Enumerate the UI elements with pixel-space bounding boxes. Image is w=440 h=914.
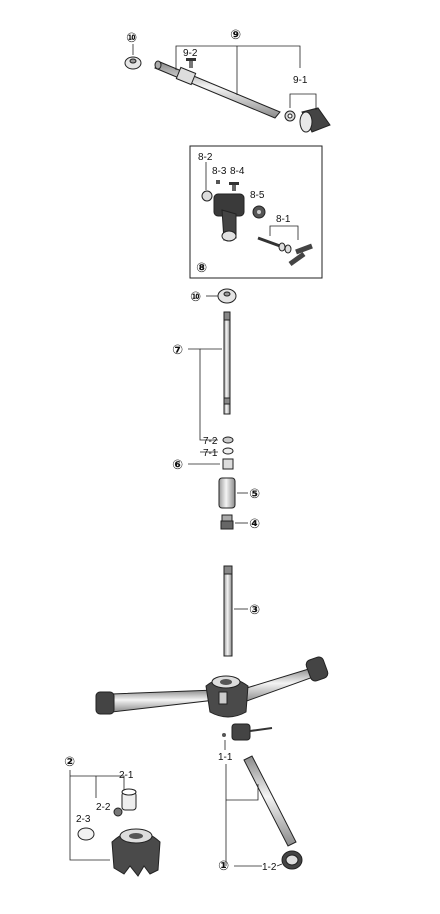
part-8-1-tbolt [257,236,313,267]
part-1-2-leg-cap [281,850,303,870]
part-9-2-screw [186,58,196,68]
label-part-9: ⑨ [230,28,241,43]
label-part-4: ④ [249,517,260,532]
part-8-frame [189,145,323,279]
label-part-9-1: 9-1 [293,75,308,86]
label-part-9-2: 9-2 [183,48,198,59]
part-1-leg [243,755,297,847]
label-part-10-top: ⑩ [126,31,137,46]
label-part-2: ② [64,755,75,770]
label-part-10-mid: ⑩ [190,290,201,305]
part-7-1-washer [222,447,234,455]
part-8-5-knob [252,205,266,219]
part-5-coupler [218,477,236,509]
part-3-lower-tube [223,565,233,657]
label-part-1-1: 1-1 [218,752,233,763]
label-part-1-2: 1-2 [262,862,277,873]
part-1-1-leg-clamp [222,723,273,741]
part-2-2-nut [113,807,123,817]
part-9-boom-arm [154,60,281,119]
label-part-6: ⑥ [172,458,183,473]
part-4-adapter [220,514,234,530]
label-part-8-5: 8-5 [250,190,265,201]
label-part-2-1: 2-1 [119,770,134,781]
part-2-1-insert [121,788,137,811]
label-part-8-3: 8-3 [212,166,227,177]
tripod-base [95,656,329,718]
part-10-top-knob [124,56,142,70]
part-2-3-cap [77,827,95,841]
label-part-8-4: 8-4 [230,166,245,177]
label-part-8: ⑧ [196,261,207,276]
part-8-clamp-assembly [201,180,245,242]
part-10-mid-knob [217,288,237,304]
part-2-hub-body [111,828,161,877]
label-part-3: ③ [249,603,260,618]
label-part-7-1: 7-1 [203,448,218,459]
label-part-5: ⑤ [249,487,260,502]
label-part-2-2: 2-2 [96,802,111,813]
label-part-2-3: 2-3 [76,814,91,825]
label-part-8-2: 8-2 [198,152,213,163]
label-part-7-2: 7-2 [203,436,218,447]
part-6-sleeve [222,458,234,470]
part-7-2-nut [222,436,234,444]
label-part-7: ⑦ [172,343,183,358]
label-part-8-1: 8-1 [276,214,291,225]
part-9-1-counterweight [284,107,331,133]
label-part-1: ① [218,859,229,874]
